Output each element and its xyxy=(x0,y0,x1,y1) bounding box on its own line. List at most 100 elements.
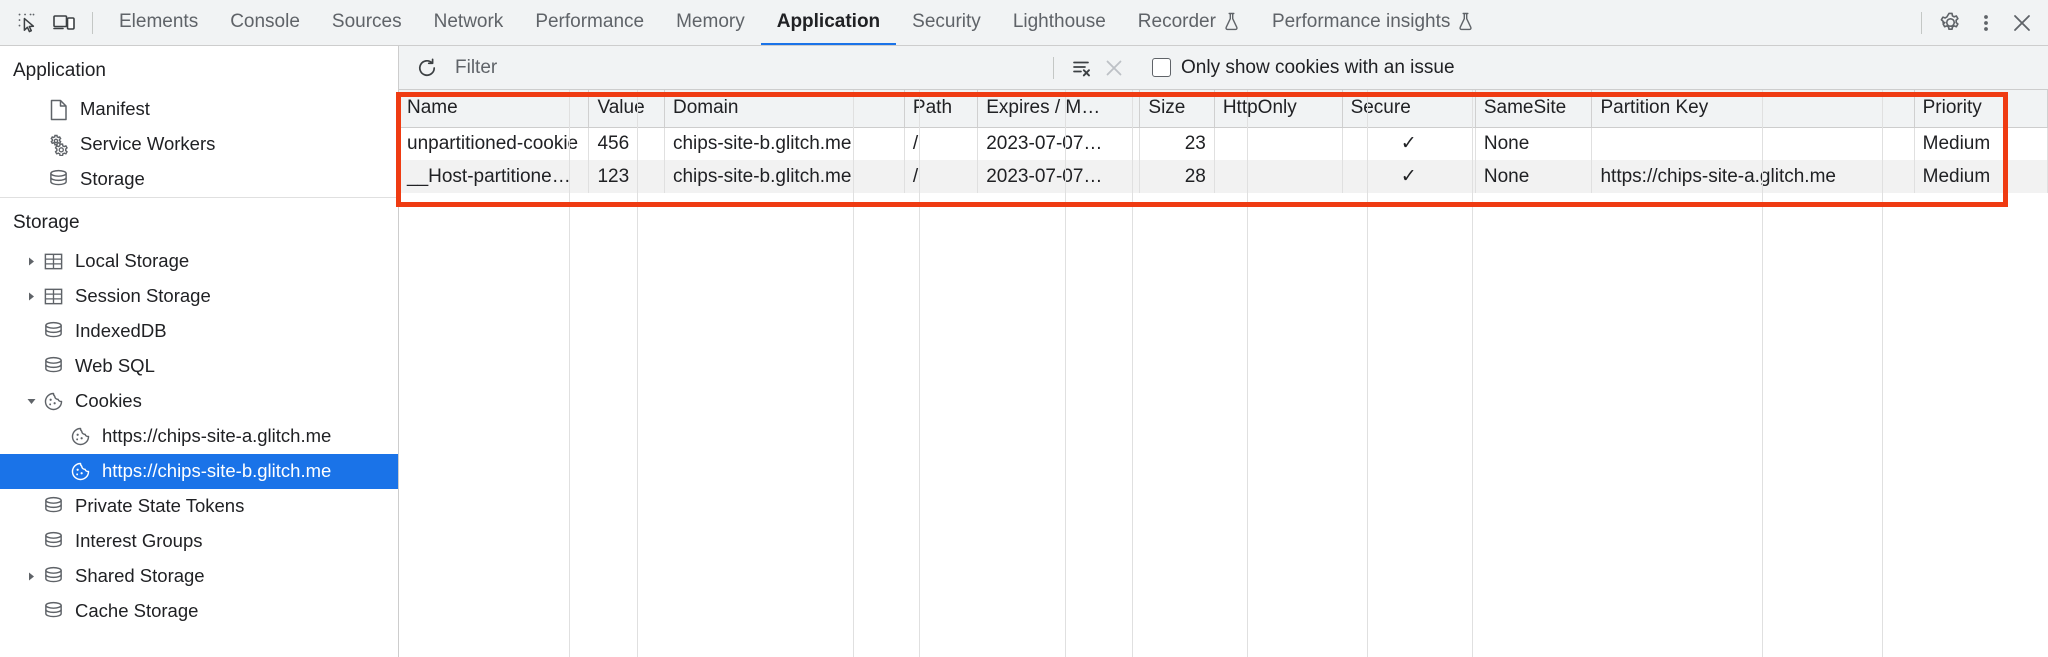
inspect-element-icon[interactable] xyxy=(10,5,46,41)
sidebar-item-label: Cookies xyxy=(75,390,142,412)
database-icon xyxy=(40,531,66,553)
database-icon xyxy=(40,356,66,378)
sidebar-item-cookie-origin-a[interactable]: https://chips-site-a.glitch.me xyxy=(0,419,398,454)
cookies-panel: Only show cookies with an issue xyxy=(399,46,2048,657)
sidebar-item-cookies[interactable]: Cookies xyxy=(0,384,398,419)
sidebar-item-local-storage[interactable]: Local Storage xyxy=(0,244,398,279)
tab-label: Application xyxy=(776,10,881,32)
sidebar-item-storage[interactable]: Storage xyxy=(0,162,398,197)
toolbar-divider xyxy=(92,11,93,34)
sidebar-item-manifest[interactable]: Manifest xyxy=(0,92,398,127)
table-row[interactable]: __Host-partitioned-cookie 123 chips-site… xyxy=(399,160,2048,193)
device-toolbar-icon[interactable] xyxy=(46,5,82,41)
tab-label: Memory xyxy=(676,10,745,32)
cell-size: 28 xyxy=(1139,160,1215,193)
tab-memory[interactable]: Memory xyxy=(660,0,761,45)
tab-console[interactable]: Console xyxy=(214,0,316,45)
only-show-issues-checkbox[interactable]: Only show cookies with an issue xyxy=(1152,57,1455,79)
document-icon xyxy=(45,99,71,121)
cell-value: 456 xyxy=(588,127,665,160)
sidebar-item-label: Web SQL xyxy=(75,355,155,377)
sidebar-item-label: Manifest xyxy=(80,98,150,120)
sidebar-item-cache-storage[interactable]: Cache Storage xyxy=(0,594,398,629)
sidebar-item-service-workers[interactable]: Service Workers xyxy=(0,127,398,162)
table-icon xyxy=(40,251,66,273)
application-sidebar: Application Manifest xyxy=(0,46,399,657)
checkbox-box[interactable] xyxy=(1152,58,1171,77)
cookies-table-header: Name Value Domain Path Expires / M… Size… xyxy=(399,90,2048,128)
database-icon xyxy=(40,601,66,623)
database-icon xyxy=(40,321,66,343)
cookies-table: Name Value Domain Path Expires / M… Size… xyxy=(399,90,2048,193)
sidebar-item-session-storage[interactable]: Session Storage xyxy=(0,279,398,314)
chevron-right-icon[interactable] xyxy=(22,288,40,306)
sidebar-item-label: https://chips-site-a.glitch.me xyxy=(102,425,332,447)
column-header-path[interactable]: Path xyxy=(904,90,979,128)
close-icon[interactable] xyxy=(2004,5,2040,41)
chevron-down-icon[interactable] xyxy=(22,393,40,411)
column-header-domain[interactable]: Domain xyxy=(664,90,905,128)
only-show-issues-label: Only show cookies with an issue xyxy=(1181,56,1455,78)
column-header-expires[interactable]: Expires / M… xyxy=(977,90,1141,128)
devtools-tab-bar: Elements Console Sources Network Perform… xyxy=(0,0,2048,46)
column-header-value[interactable]: Value xyxy=(588,90,665,128)
column-header-samesite[interactable]: SameSite xyxy=(1475,90,1593,128)
cell-name: unpartitioned-cookie xyxy=(399,127,590,160)
tab-lighthouse[interactable]: Lighthouse xyxy=(997,0,1122,45)
sidebar-item-label: Local Storage xyxy=(75,250,190,272)
clear-all-cookies-icon[interactable] xyxy=(1066,52,1098,84)
more-options-icon[interactable] xyxy=(1968,5,2004,41)
chevron-right-icon[interactable] xyxy=(22,568,40,586)
experiment-flask-icon xyxy=(1223,12,1240,31)
table-icon xyxy=(40,286,66,308)
sidebar-item-web-sql[interactable]: Web SQL xyxy=(0,349,398,384)
cell-partition-key xyxy=(1591,127,1915,160)
tab-performance-insights[interactable]: Performance insights xyxy=(1256,0,1490,45)
cell-priority: Medium xyxy=(1914,127,2048,160)
tab-network[interactable]: Network xyxy=(418,0,520,45)
chevron-right-icon[interactable] xyxy=(22,253,40,271)
cell-samesite: None xyxy=(1475,127,1593,160)
sidebar-section-storage: Storage Local Storage xyxy=(0,197,398,629)
tab-security[interactable]: Security xyxy=(896,0,997,45)
column-header-name[interactable]: Name xyxy=(399,90,590,128)
delete-selected-cookie-icon[interactable] xyxy=(1098,52,1130,84)
sidebar-section-application: Application Manifest xyxy=(0,46,398,197)
sidebar-item-private-state-tokens[interactable]: Private State Tokens xyxy=(0,489,398,524)
sidebar-item-shared-storage[interactable]: Shared Storage xyxy=(0,559,398,594)
cookie-icon xyxy=(67,426,93,448)
cookies-table-container[interactable]: Name Value Domain Path Expires / M… Size… xyxy=(399,90,2048,657)
filter-input[interactable] xyxy=(455,52,1035,83)
tab-recorder[interactable]: Recorder xyxy=(1122,0,1256,45)
sidebar-item-interest-groups[interactable]: Interest Groups xyxy=(0,524,398,559)
toolbar-right-actions xyxy=(1911,5,2040,41)
sidebar-item-indexeddb[interactable]: IndexedDB xyxy=(0,314,398,349)
cell-domain: chips-site-b.glitch.me xyxy=(664,160,905,193)
sidebar-item-label: Session Storage xyxy=(75,285,211,307)
database-icon xyxy=(45,169,71,191)
column-header-priority[interactable]: Priority xyxy=(1914,90,2048,128)
cell-expires: 2023-07-07… xyxy=(977,127,1141,160)
cookies-table-body: unpartitioned-cookie 456 chips-site-b.gl… xyxy=(399,127,2048,193)
sidebar-item-label: Cache Storage xyxy=(75,600,199,622)
column-header-httponly[interactable]: HttpOnly xyxy=(1214,90,1343,128)
column-header-partition-key[interactable]: Partition Key xyxy=(1591,90,1915,128)
cell-secure: ✓ xyxy=(1342,160,1476,193)
sidebar-item-cookie-origin-b[interactable]: https://chips-site-b.glitch.me xyxy=(0,454,398,489)
sidebar-item-label: Service Workers xyxy=(80,133,216,155)
tab-elements[interactable]: Elements xyxy=(103,0,214,45)
column-header-size[interactable]: Size xyxy=(1139,90,1215,128)
cell-value: 123 xyxy=(588,160,665,193)
table-row[interactable]: unpartitioned-cookie 456 chips-site-b.gl… xyxy=(399,127,2048,160)
tab-sources[interactable]: Sources xyxy=(316,0,418,45)
gear-icon[interactable] xyxy=(1932,5,1968,41)
tab-application[interactable]: Application xyxy=(760,0,897,45)
tab-performance[interactable]: Performance xyxy=(519,0,660,45)
column-header-secure[interactable]: Secure xyxy=(1342,90,1476,128)
sidebar-item-label: Storage xyxy=(80,168,145,190)
cell-secure: ✓ xyxy=(1342,127,1476,160)
refresh-icon[interactable] xyxy=(411,52,443,84)
filter-divider xyxy=(1053,56,1054,79)
cell-domain: chips-site-b.glitch.me xyxy=(664,127,905,160)
